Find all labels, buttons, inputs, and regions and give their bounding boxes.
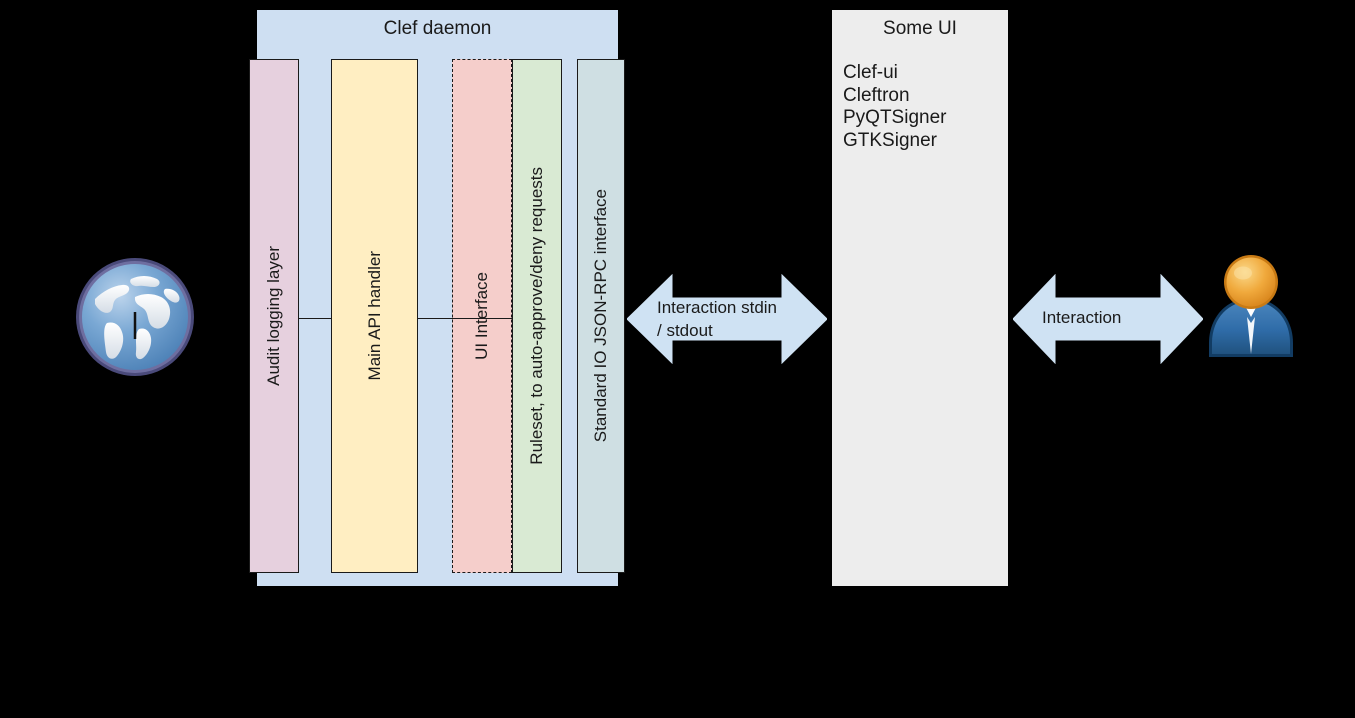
component-label-ui-interface: UI Interface	[472, 272, 491, 360]
list-item: Clef-ui	[843, 62, 898, 83]
component-ui-interface[interactable]: UI Interface	[452, 59, 512, 573]
component-label-ruleset: Ruleset, to auto-approve/deny requests	[527, 167, 546, 465]
some-ui-title: Some UI	[883, 18, 957, 39]
list-item: GTKSigner	[843, 129, 937, 151]
some-ui-panel	[832, 10, 1008, 586]
some-ui-implementation-list: Clef-ui Cleftron PyQTSigner GTKSigner	[843, 62, 1003, 152]
component-main-api-handler[interactable]: Main API handler	[331, 59, 418, 573]
list-item: Cleftron	[843, 84, 910, 106]
component-stdio-jsonrpc-interface[interactable]: Standard IO JSON-RPC interface	[577, 59, 625, 573]
clef-daemon-container	[257, 10, 618, 586]
user-icon	[1203, 253, 1299, 363]
component-audit-logging-layer[interactable]: Audit logging layer	[249, 59, 299, 573]
component-label-stdio: Standard IO JSON-RPC interface	[591, 189, 610, 443]
connector-audit-to-api	[298, 318, 332, 319]
globe-icon	[73, 255, 198, 380]
component-label-api: Main API handler	[364, 251, 384, 381]
component-ruleset[interactable]: Ruleset, to auto-approve/deny requests	[512, 59, 562, 573]
arrow-user-bidirectional	[1013, 274, 1203, 364]
list-item: PyQTSigner	[843, 107, 947, 128]
arrow-stdio-bidirectional	[627, 274, 827, 364]
component-label-audit: Audit logging layer	[264, 246, 283, 386]
connector-api-to-ruleset	[417, 318, 513, 319]
clef-daemon-title: Clef daemon	[383, 18, 492, 39]
